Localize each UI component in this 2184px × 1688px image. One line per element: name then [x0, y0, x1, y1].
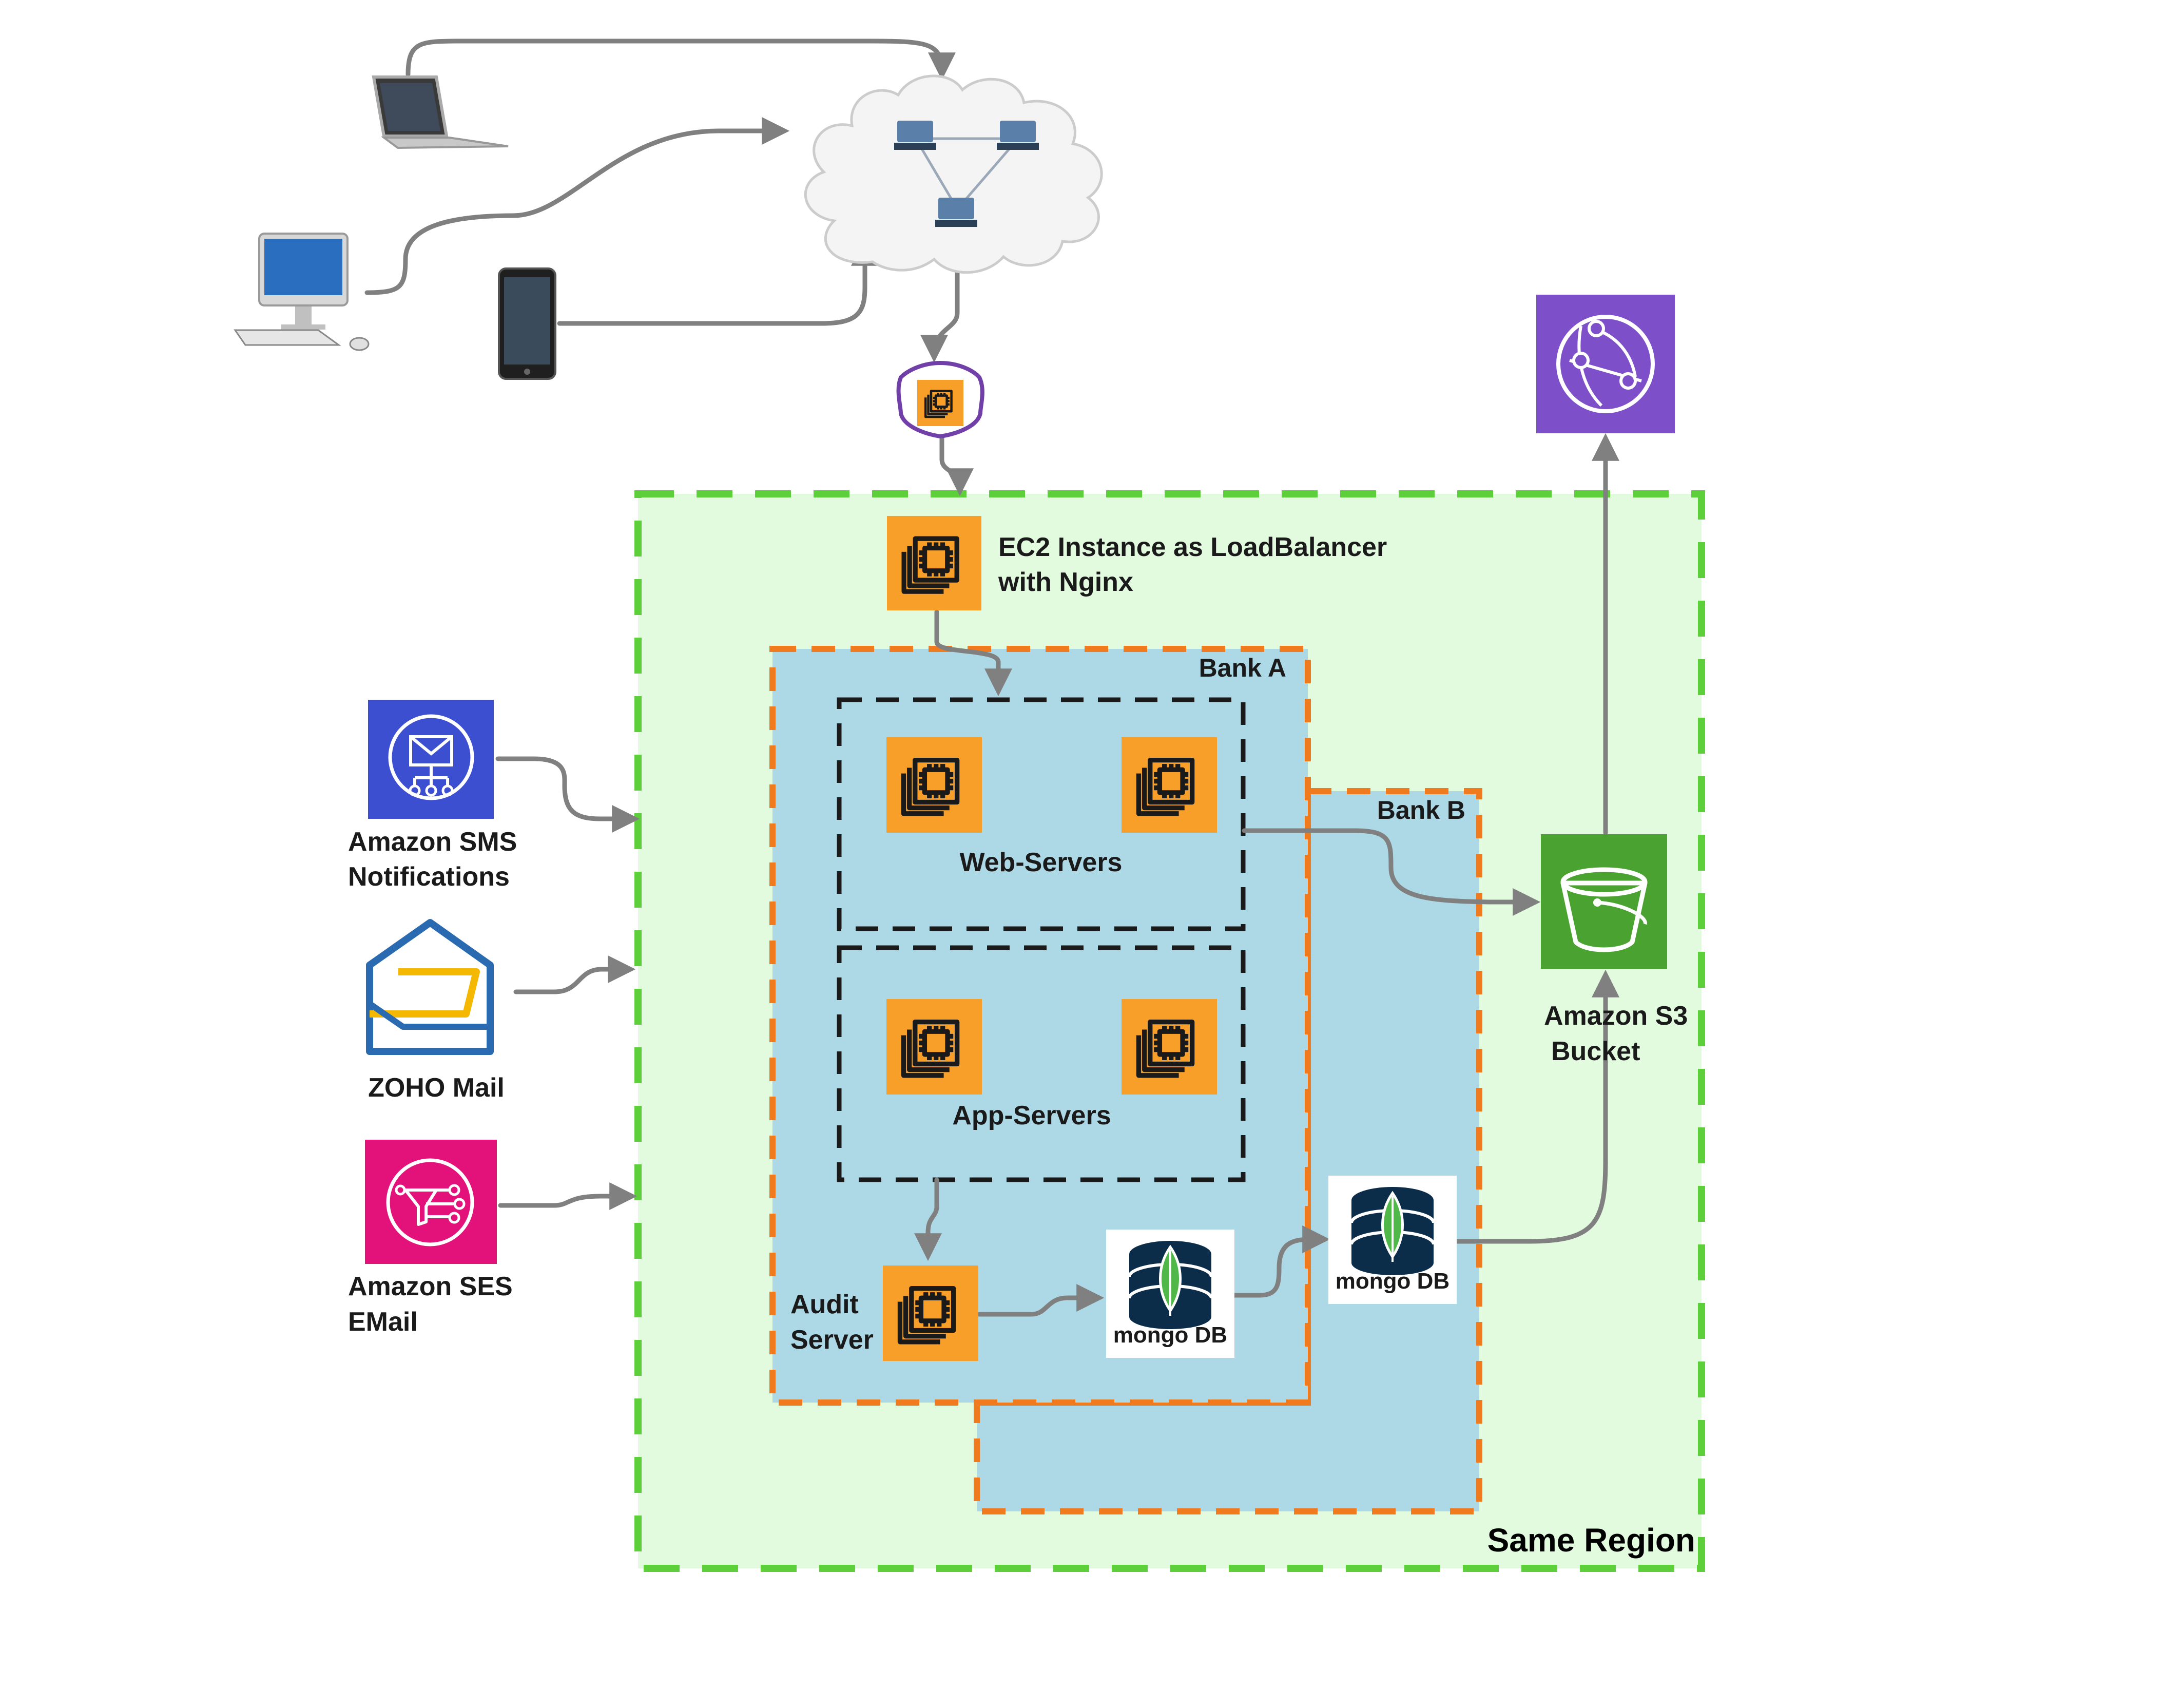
audit-server-label-line1: Audit [790, 1290, 859, 1319]
ses-label-line1: Amazon SES [348, 1272, 513, 1301]
web-servers-group: Web-Servers [837, 697, 1246, 931]
mongodb-b-label: mongo DB [1336, 1269, 1449, 1294]
app-servers-label: App-Servers [952, 1101, 1111, 1130]
tablet-to-cloud-arrow [557, 238, 879, 326]
bank-b-label: Bank B [1377, 796, 1465, 824]
cloud-network-icon [804, 74, 1103, 274]
bank-a-label: Bank A [1199, 654, 1286, 682]
audit-to-mongo-a-arrow [977, 1284, 1105, 1317]
sms-label-line1: Amazon SMS [348, 827, 517, 857]
ses-icon [365, 1140, 497, 1264]
mongodb-b-node: mongo DB [1328, 1176, 1457, 1304]
lb-to-web-servers-arrow [934, 609, 1012, 697]
laptop-icon [372, 75, 509, 149]
sms-to-region-arrow [495, 756, 640, 833]
s3-label-line1: Amazon S3 [1544, 1001, 1688, 1031]
sns-icon [368, 700, 494, 819]
sms-label-line2: Notifications [348, 862, 510, 892]
zoho-node: ZOHO Mail [366, 919, 505, 1103]
mongodb-a-node: mongo DB [1106, 1230, 1234, 1358]
s3-node: Amazon S3 Bucket [1541, 834, 1688, 1066]
cloud-to-shield-arrow [920, 257, 960, 363]
s3-label-line2: Bucket [1551, 1037, 1640, 1066]
app-server-1-icon [886, 999, 982, 1095]
sms-node: Amazon SMS Notifications [348, 700, 517, 892]
network-switch-1 [894, 121, 936, 150]
app-servers-group: App-Servers [837, 945, 1246, 1182]
app-server-2-icon [1122, 999, 1217, 1095]
load-balancer-label-line2: with Nginx [998, 567, 1133, 597]
ses-label-line2: EMail [348, 1307, 418, 1337]
web-server-2-icon [1122, 737, 1217, 833]
tablet-icon [498, 267, 556, 380]
laptop-to-cloud-arrow [405, 39, 956, 81]
region-label: Same Region [1487, 1522, 1695, 1559]
desktop-to-cloud-arrow [364, 117, 790, 295]
mongo-b-to-s3-arrow [1454, 969, 1619, 1244]
ec2-icon [883, 1265, 978, 1361]
desktop-icon [234, 233, 370, 351]
ec2-icon [887, 516, 981, 610]
cloudfront-icon [1536, 295, 1675, 433]
network-switch-3 [935, 198, 977, 227]
mongodb-a-label: mongo DB [1113, 1322, 1227, 1348]
ses-node: Amazon SES EMail [348, 1140, 513, 1337]
web-servers-to-s3-arrow [1242, 828, 1541, 916]
shield-ec2-icon [896, 360, 984, 439]
mongo-a-to-mongo-b-arrow [1232, 1225, 1330, 1298]
audit-server-label-line2: Server [790, 1325, 874, 1355]
web-servers-label: Web-Servers [960, 848, 1123, 877]
web-server-1-icon [886, 737, 982, 833]
network-switch-2 [997, 121, 1039, 150]
connectors [364, 39, 1619, 1317]
zoho-to-region-arrow [513, 955, 636, 994]
zoho-mail-icon [366, 919, 494, 1055]
shield-to-lb-arrow [939, 431, 974, 496]
zoho-label: ZOHO Mail [368, 1073, 505, 1103]
load-balancer-node: EC2 Instance as LoadBalancer with Nginx [887, 516, 1387, 610]
ses-to-region-arrow [498, 1182, 637, 1210]
load-balancer-label-line1: EC2 Instance as LoadBalancer [998, 532, 1387, 562]
s3-bucket-icon [1541, 834, 1667, 969]
app-servers-to-audit-arrow [914, 1177, 942, 1261]
audit-server-node: Audit Server [790, 1265, 978, 1361]
